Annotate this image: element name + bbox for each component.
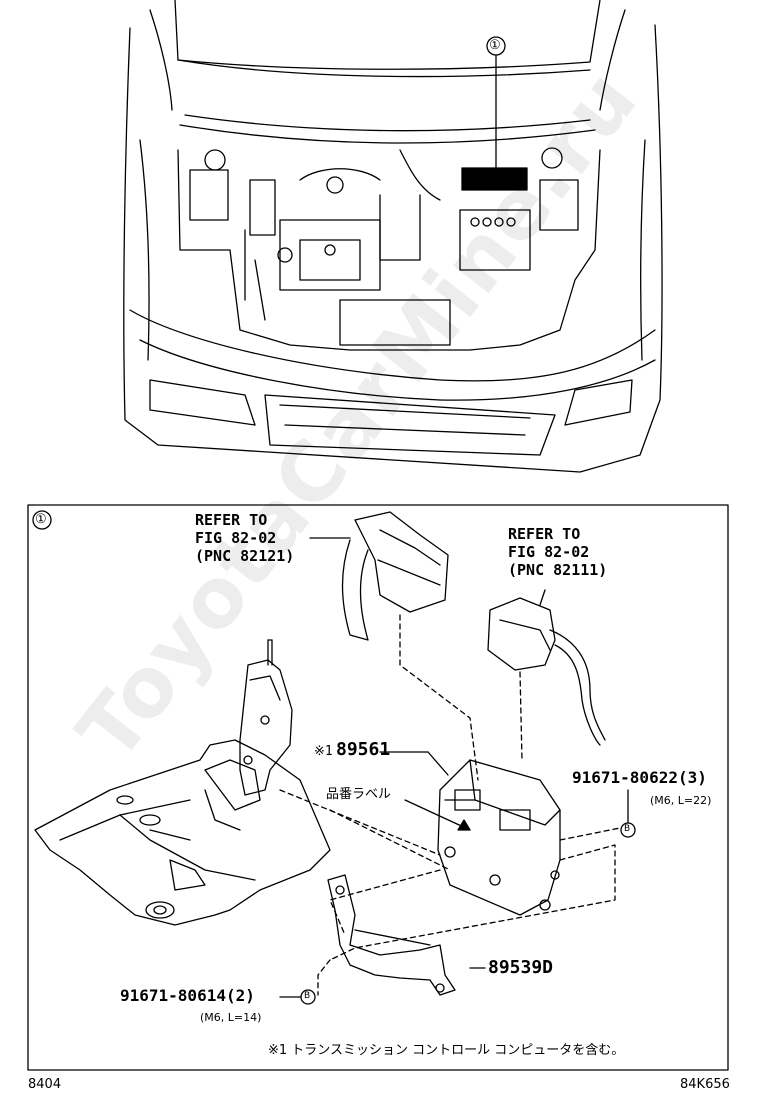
- connector-82111: [487, 597, 606, 746]
- bolt-a-spec: (M6, L=22): [650, 794, 712, 807]
- bolt-a-ref-circle: [620, 822, 636, 838]
- part-89561: 89561: [336, 739, 391, 760]
- ecu-module: [437, 759, 561, 916]
- part-number-label-jp: 品番ラベル: [326, 787, 392, 802]
- footer-left-code: 8404: [28, 1077, 62, 1092]
- bolt-b-part: 91671-80614(2): [120, 986, 255, 1005]
- vehicle-front-outline: [123, 24, 663, 473]
- detail-callout-circle: [32, 510, 52, 530]
- lower-grille: [264, 394, 556, 456]
- bolt-b-ref: B: [304, 991, 311, 1001]
- detail-frame: [27, 504, 729, 1071]
- top-callout-circle: [486, 36, 506, 56]
- bracket-89539d: [327, 874, 456, 996]
- bolt-a-ref: B: [624, 824, 631, 834]
- front-bumper: [129, 309, 656, 382]
- bracket-part: 89539D: [488, 957, 554, 978]
- refer-b-line3: (PNC 82111): [508, 561, 608, 579]
- bolt-b-ref-circle: [300, 989, 316, 1005]
- bolt-a-part: 91671-80622(3): [572, 768, 707, 787]
- footnote: ※1 トランスミッション コントロール コンピュータを含む。: [268, 1043, 625, 1058]
- connector-82121: [341, 511, 449, 641]
- fog-lamp-left: [149, 379, 256, 426]
- footer-right-code: 84K656: [680, 1077, 730, 1092]
- note-mark: ※1: [314, 744, 333, 759]
- hood-panel: [174, 0, 601, 70]
- bolt-b-spec: (M6, L=14): [200, 1011, 262, 1024]
- top-callout: ①: [489, 38, 501, 53]
- mounting-frame: [34, 639, 331, 926]
- detail-callout: ①: [35, 512, 47, 527]
- ecu-location-marker: [461, 167, 528, 191]
- refer-a-line1: REFER TO: [195, 511, 268, 529]
- engine-bay-boundary: [177, 149, 601, 351]
- refer-a-line3: (PNC 82121): [195, 547, 295, 565]
- refer-b-line2: FIG 82-02: [508, 543, 590, 561]
- fog-lamp-right: [564, 379, 633, 426]
- refer-a-line2: FIG 82-02: [195, 529, 277, 547]
- refer-b-line1: REFER TO: [508, 525, 581, 543]
